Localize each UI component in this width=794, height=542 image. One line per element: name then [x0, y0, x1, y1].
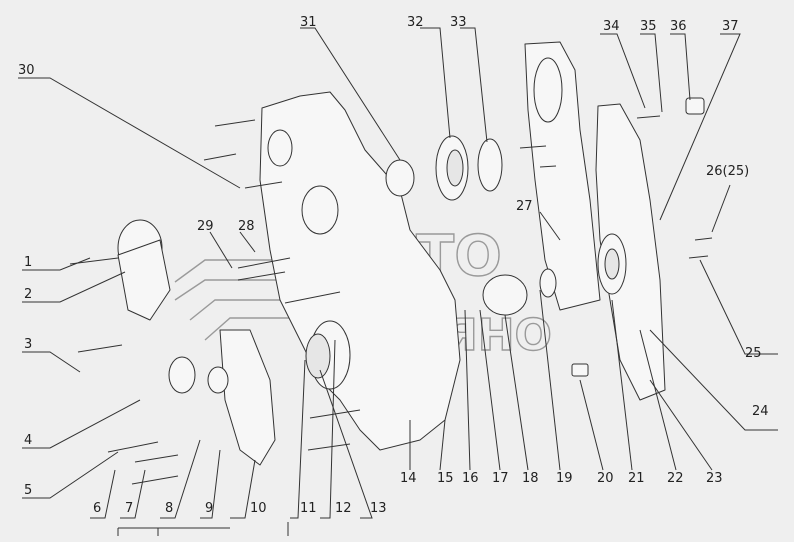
label-13: 13: [370, 501, 387, 516]
label-8: 8: [165, 501, 173, 516]
label-34: 34: [603, 19, 620, 34]
label-18: 18: [522, 471, 539, 486]
label-29: 29: [197, 219, 214, 234]
ring-19: [539, 268, 557, 298]
label-17: 17: [492, 471, 509, 486]
label-35: 35: [640, 19, 657, 34]
label-21: 21: [628, 471, 645, 486]
label-19: 19: [556, 471, 573, 486]
label-12: 12: [335, 501, 352, 516]
label-22: 22: [667, 471, 684, 486]
label-30: 30: [18, 63, 35, 78]
label-24: 24: [752, 404, 769, 419]
label-26-25: 26(25): [706, 164, 749, 179]
label-15: 15: [437, 471, 454, 486]
label-7: 7: [125, 501, 133, 516]
leader-lines: [18, 27, 778, 536]
label-9: 9: [205, 501, 213, 516]
label-20: 20: [597, 471, 614, 486]
label-4: 4: [24, 433, 32, 448]
bolts-group: [69, 97, 713, 485]
label-25: 25: [745, 346, 762, 361]
label-6: 6: [93, 501, 101, 516]
label-23: 23: [706, 471, 723, 486]
label-36: 36: [670, 19, 687, 34]
label-11: 11: [300, 501, 317, 516]
label-31: 31: [300, 15, 317, 30]
label-27: 27: [516, 199, 533, 214]
callout-labels: 1 2 3 4 5 6 7 8 9 10 11 12 13 14 15 16 1…: [18, 15, 769, 516]
label-2: 2: [24, 287, 32, 302]
label-33: 33: [450, 15, 467, 30]
gasket-plate: [524, 41, 666, 401]
cap-4: [168, 356, 196, 394]
seal-item: [207, 366, 229, 394]
label-37: 37: [722, 19, 739, 34]
label-10: 10: [250, 501, 267, 516]
cover-plate: [219, 329, 276, 466]
gear-32: [435, 135, 469, 201]
label-14: 14: [400, 471, 417, 486]
label-28: 28: [238, 219, 255, 234]
ring-33: [477, 138, 503, 192]
label-16: 16: [462, 471, 479, 486]
label-32: 32: [407, 15, 424, 30]
label-1: 1: [24, 255, 32, 270]
label-3: 3: [24, 337, 32, 352]
pulley-18: [482, 274, 528, 316]
label-5: 5: [24, 483, 32, 498]
timing-cover: [259, 91, 461, 451]
pump-housing: [117, 219, 171, 321]
